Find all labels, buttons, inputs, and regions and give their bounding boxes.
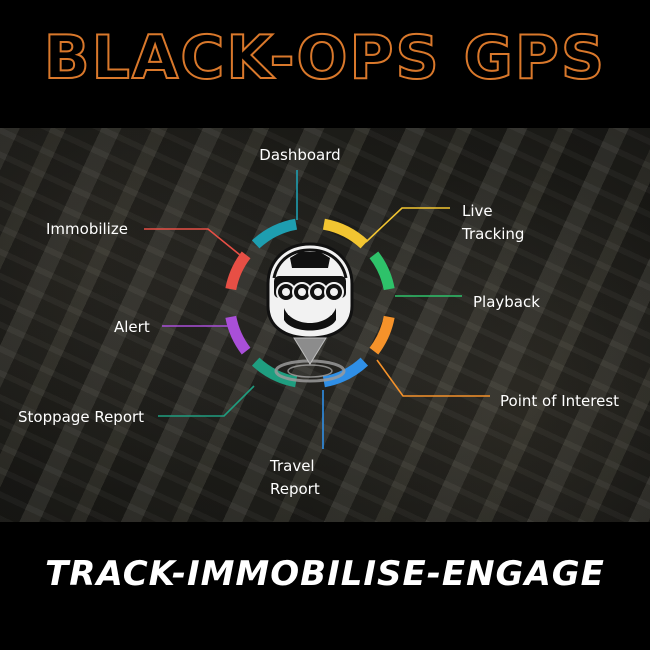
dashboard-label: Dashboard (259, 146, 340, 164)
tagline: TRACK-IMMOBILISE-ENGAGE (45, 554, 605, 594)
travel-report-label-line1: Travel (269, 457, 315, 475)
travel-report-label-line2: Report (270, 480, 320, 498)
header-banner: BLACK-OPS GPS (0, 0, 650, 128)
feature-panel: Dashboard Live Tracking Playback Point o… (0, 128, 650, 522)
point-of-interest-connector (376, 359, 490, 397)
live-tracking-label-line2: Tracking (461, 225, 524, 243)
brand-title: BLACK-OPS GPS (43, 22, 607, 94)
immobilize-connector (144, 228, 241, 256)
feature-diagram: Dashboard Live Tracking Playback Point o… (18, 146, 619, 498)
immobilize-segment (225, 251, 251, 291)
immobilize-label: Immobilize (46, 220, 128, 238)
live-tracking-label-line1: Live (462, 202, 493, 220)
point-of-interest-segment (369, 315, 395, 355)
location-pin-icon (274, 337, 346, 383)
point-of-interest-label: Point of Interest (500, 392, 619, 410)
stoppage-report-label: Stoppage Report (18, 408, 144, 426)
alert-segment (225, 315, 251, 355)
live-tracking-segment (322, 218, 369, 249)
helmet-night-vision-logo (266, 242, 354, 340)
alert-label: Alert (114, 318, 150, 336)
playback-segment (369, 251, 395, 291)
stoppage-report-connector (158, 385, 255, 417)
dashboard-segment (251, 218, 298, 249)
live-tracking-connector (365, 207, 450, 243)
footer-banner: TRACK-IMMOBILISE-ENGAGE (0, 522, 650, 650)
playback-label: Playback (473, 293, 540, 311)
